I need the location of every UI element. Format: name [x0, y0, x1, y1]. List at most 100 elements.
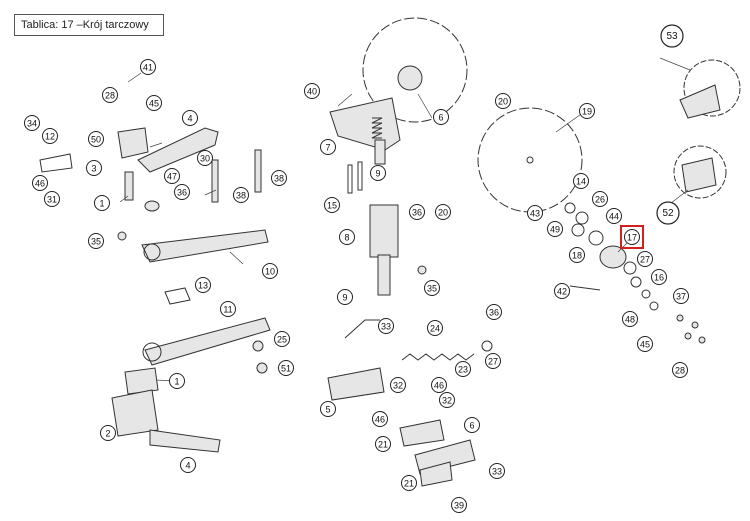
part-tube-9b — [377, 254, 391, 296]
callout-c2: 2 — [100, 425, 116, 441]
callout-circle — [372, 411, 388, 427]
callout-c32a: 32 — [390, 377, 406, 393]
callout-c4a: 4 — [182, 110, 198, 126]
callout-circle — [495, 93, 511, 109]
callout-c7: 7 — [320, 139, 336, 155]
part-bolt-42 — [569, 285, 601, 291]
callout-c32b: 32 — [439, 392, 455, 408]
part-spring-7 — [371, 117, 383, 139]
part-assembly-53-disc — [683, 59, 741, 117]
callout-label: 2 — [105, 429, 110, 439]
callout-c44: 44 — [606, 208, 622, 224]
callout-label: 1 — [174, 377, 179, 387]
callout-circle — [320, 139, 336, 155]
callout-c38a: 38 — [271, 170, 287, 186]
callout-c16: 16 — [651, 269, 667, 285]
callout-circle — [489, 463, 505, 479]
callout-circle — [672, 362, 688, 378]
callout-label: 45 — [640, 340, 650, 350]
callout-circle — [637, 336, 653, 352]
callout-c9b: 9 — [337, 289, 353, 305]
callout-label: 5 — [325, 405, 330, 415]
callout-label: 46 — [375, 415, 385, 425]
callout-label: 32 — [393, 381, 403, 391]
leader-6a — [417, 93, 433, 119]
callout-c45b: 45 — [637, 336, 653, 352]
part-arm-10-eye — [143, 243, 161, 261]
part-plate-4 — [149, 429, 221, 453]
callout-c6b: 6 — [464, 417, 480, 433]
callout-label: 28 — [105, 91, 115, 101]
callout-c8: 8 — [339, 229, 355, 245]
callout-label: 14 — [576, 177, 586, 187]
part-nut-c — [684, 332, 692, 340]
callout-label: 26 — [595, 195, 605, 205]
callout-c46c: 46 — [372, 411, 388, 427]
callout-circle — [88, 233, 104, 249]
callout-label: 3 — [91, 164, 96, 174]
part-disc-19-center — [526, 156, 534, 164]
callout-c12: 12 — [42, 128, 58, 144]
callout-circle — [592, 191, 608, 207]
callout-label: 35 — [427, 284, 437, 294]
part-plate-6 — [414, 439, 476, 475]
part-nut-35b — [417, 265, 427, 275]
part-nut-51 — [256, 362, 268, 374]
callout-label: 42 — [557, 287, 567, 297]
callout-label: 21 — [404, 479, 414, 489]
callout-c51: 51 — [278, 360, 294, 376]
callout-circle — [320, 401, 336, 417]
callout-label: 30 — [200, 154, 210, 164]
callout-label: 20 — [498, 97, 508, 107]
callout-label: 8 — [344, 233, 349, 243]
callout-c9a: 9 — [370, 165, 386, 181]
callout-c23: 23 — [455, 361, 471, 377]
part-bracket-21a — [399, 419, 445, 447]
callout-label: 50 — [91, 135, 101, 145]
part-hub-17 — [599, 245, 627, 269]
callout-circle — [278, 360, 294, 376]
callout-circle — [262, 263, 278, 279]
part-nut-25 — [252, 340, 264, 352]
callout-c1b: 1 — [169, 373, 185, 389]
callout-label: 41 — [143, 63, 153, 73]
callout-label: 1 — [99, 199, 104, 209]
callout-circle — [24, 115, 40, 131]
leader-53 — [659, 57, 691, 71]
leader-38a — [204, 189, 217, 196]
part-nut-d — [698, 336, 706, 344]
callout-label: 38 — [274, 174, 284, 184]
callout-c21b: 21 — [401, 475, 417, 491]
callout-c31: 31 — [44, 191, 60, 207]
callout-circle — [182, 110, 198, 126]
callout-label: 53 — [666, 31, 678, 42]
callout-c36a: 36 — [174, 184, 190, 200]
callouts: 4128453450123430463147363838135101311255… — [24, 24, 689, 513]
callout-label: 47 — [167, 172, 177, 182]
callout-c15: 15 — [324, 197, 340, 213]
callout-circle — [624, 229, 640, 245]
callout-c27b: 27 — [637, 251, 653, 267]
callout-circle — [197, 150, 213, 166]
part-pin-38b — [254, 149, 262, 193]
callout-circle — [451, 497, 467, 513]
callout-label: 23 — [458, 365, 468, 375]
callout-label: 33 — [381, 322, 391, 332]
callout-label: 15 — [327, 201, 337, 211]
callout-circle — [486, 304, 502, 320]
callout-c26: 26 — [592, 191, 608, 207]
callout-c50: 50 — [88, 131, 104, 147]
callout-circle — [606, 208, 622, 224]
callout-circle — [424, 280, 440, 296]
callout-label: 43 — [530, 209, 540, 219]
callout-label: 25 — [277, 335, 287, 345]
part-assembly-52-arm — [681, 157, 717, 193]
callout-circle — [174, 184, 190, 200]
callout-label: 36 — [177, 188, 187, 198]
callout-c1a: 1 — [94, 195, 110, 211]
callout-circle — [180, 457, 196, 473]
callout-circle — [339, 229, 355, 245]
callout-circle — [42, 128, 58, 144]
callout-c5: 5 — [320, 401, 336, 417]
callout-label: 6 — [469, 421, 474, 431]
